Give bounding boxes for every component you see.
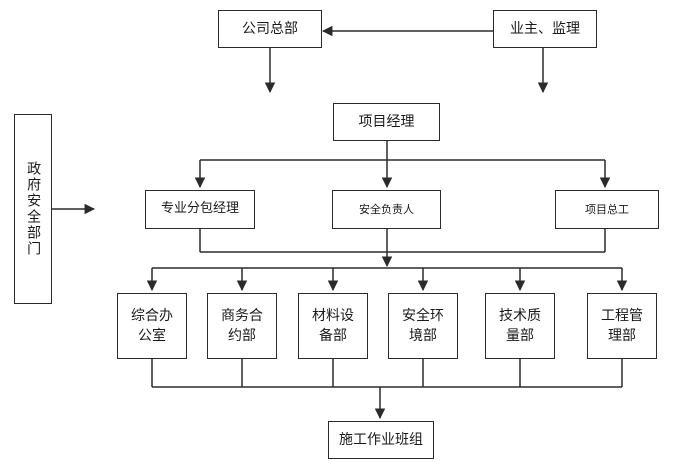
- node-label: 技术质 量部: [499, 307, 541, 344]
- node-company-hq: 公司总部: [218, 10, 322, 48]
- node-dept-safety: 安全环 境部: [388, 293, 458, 359]
- node-label: 施工作业班组: [339, 431, 423, 448]
- node-label: 政府安全部门: [25, 161, 42, 257]
- node-label: 专业分包经理: [160, 201, 239, 217]
- node-dept-office: 综合办 公室: [117, 293, 187, 359]
- node-safety-officer: 安全负责人: [332, 190, 441, 229]
- node-subcontract-manager: 专业分包经理: [145, 190, 255, 229]
- node-label: 项目总工: [585, 202, 629, 216]
- node-label: 公司总部: [242, 20, 298, 37]
- node-dept-quality: 技术质 量部: [485, 293, 555, 359]
- node-dept-engineering: 工程管 理部: [587, 293, 657, 359]
- node-construction-team: 施工作业班组: [328, 421, 434, 459]
- node-label: 材料设 备部: [312, 307, 354, 344]
- node-owner-supervisor: 业主、监理: [493, 10, 597, 48]
- node-label: 商务合 约部: [221, 307, 263, 344]
- node-chief-engineer: 项目总工: [555, 190, 659, 229]
- node-label: 安全环 境部: [402, 307, 444, 344]
- node-label: 综合办 公室: [131, 307, 173, 344]
- node-dept-materials: 材料设 备部: [298, 293, 368, 359]
- node-project-manager: 项目经理: [333, 103, 440, 141]
- node-label: 安全负责人: [359, 202, 414, 216]
- node-label: 项目经理: [358, 113, 415, 130]
- node-government-safety: 政府安全部门: [14, 114, 52, 304]
- node-label: 工程管 理部: [601, 307, 643, 344]
- node-label: 业主、监理: [510, 20, 580, 37]
- node-dept-commerce: 商务合 约部: [207, 293, 277, 359]
